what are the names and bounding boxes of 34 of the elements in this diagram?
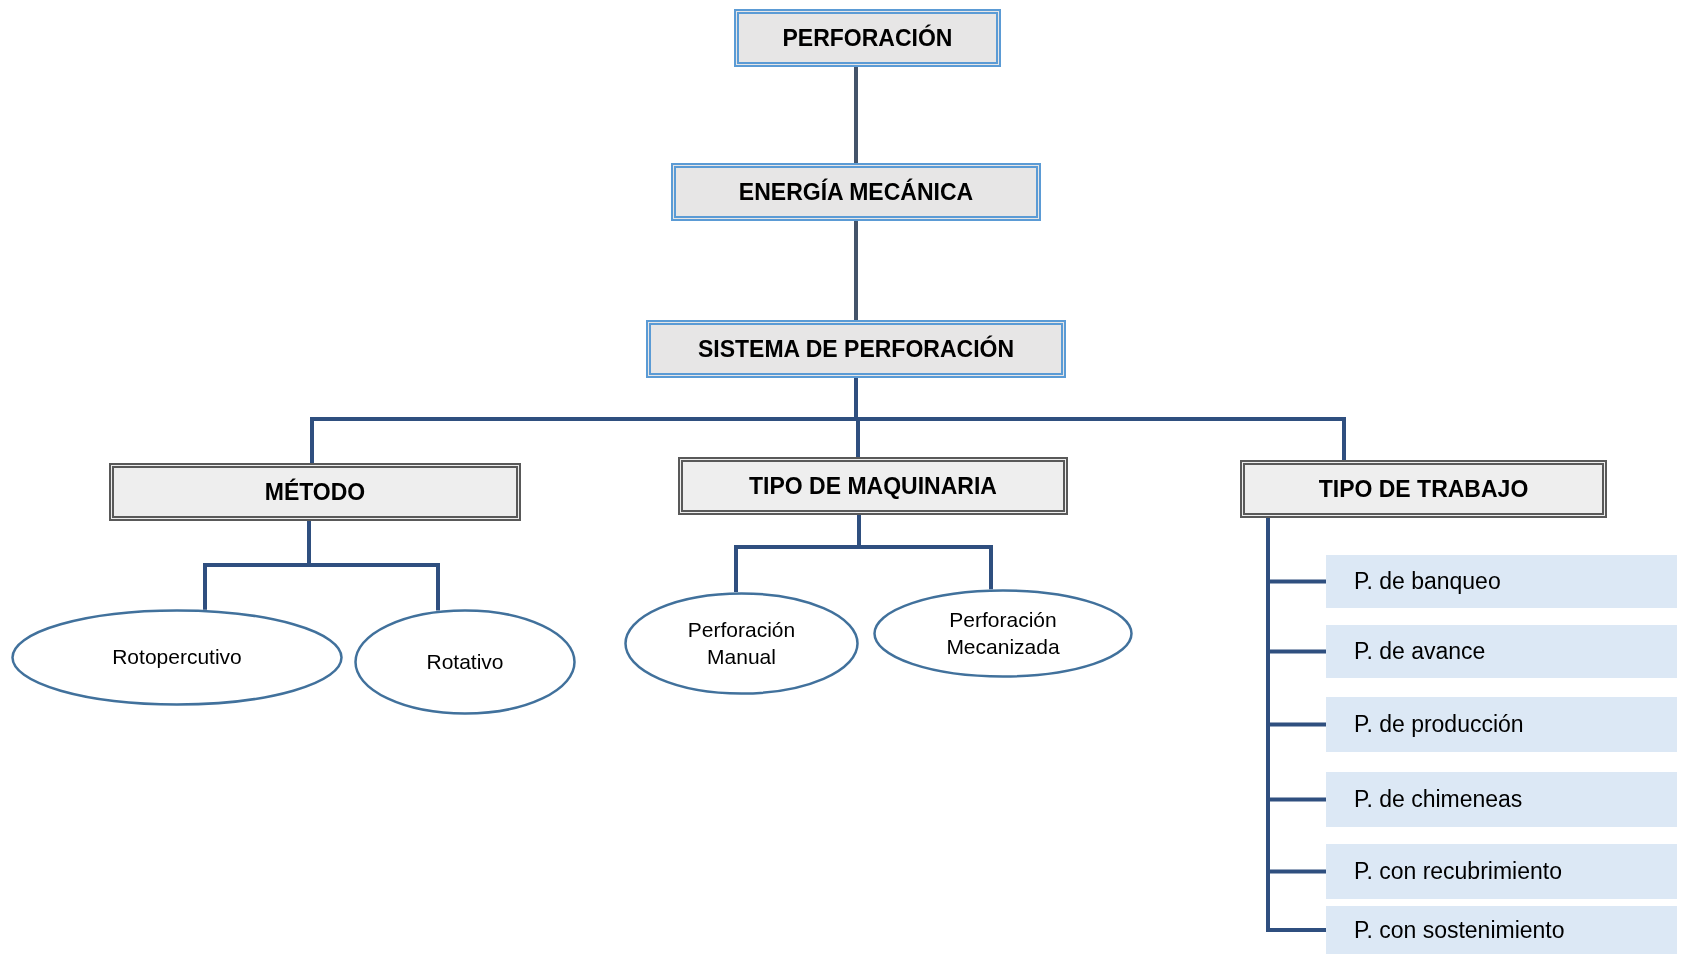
item-box (1326, 697, 1677, 752)
item-box (1326, 772, 1677, 827)
category-box (109, 463, 521, 521)
item-box (1326, 625, 1677, 678)
node-label: TIPO DE TRABAJO (1317, 474, 1530, 504)
ellipse-node (354, 609, 576, 715)
node-label: P. con recubrimiento (1353, 857, 1563, 886)
title-box (646, 320, 1066, 378)
node-label: TIPO DE MAQUINARIA (748, 471, 998, 501)
node-label: SISTEMA DE PERFORACIÓN (696, 334, 1016, 364)
ellipse-node (11, 609, 343, 706)
node-label: Rotopercutivo (111, 644, 243, 671)
node-label: ENERGÍA MECÁNICA (737, 177, 975, 207)
node-label: P. de producción (1353, 710, 1525, 739)
category-box (678, 457, 1068, 515)
node-label: P. de chimeneas (1353, 785, 1524, 814)
item-box (1326, 844, 1677, 899)
ellipse-node (873, 589, 1133, 678)
title-box (734, 9, 1001, 67)
connector-line (854, 221, 858, 320)
node-label: Perforación Manual (686, 617, 797, 670)
connector-line (854, 67, 858, 163)
item-box (1326, 906, 1677, 954)
node-label: Rotativo (425, 648, 505, 675)
node-label: P. de banqueo (1353, 567, 1502, 596)
node-label: P. con sostenimiento (1353, 915, 1566, 945)
item-box (1326, 555, 1677, 608)
ellipse-node (624, 592, 859, 695)
node-label: MÉTODO (263, 477, 367, 507)
title-box (671, 163, 1041, 221)
category-box (1240, 460, 1607, 518)
node-label: Perforación Mecanizada (945, 607, 1061, 660)
node-label: PERFORACIÓN (781, 23, 954, 53)
node-label: P. de avance (1353, 637, 1487, 666)
